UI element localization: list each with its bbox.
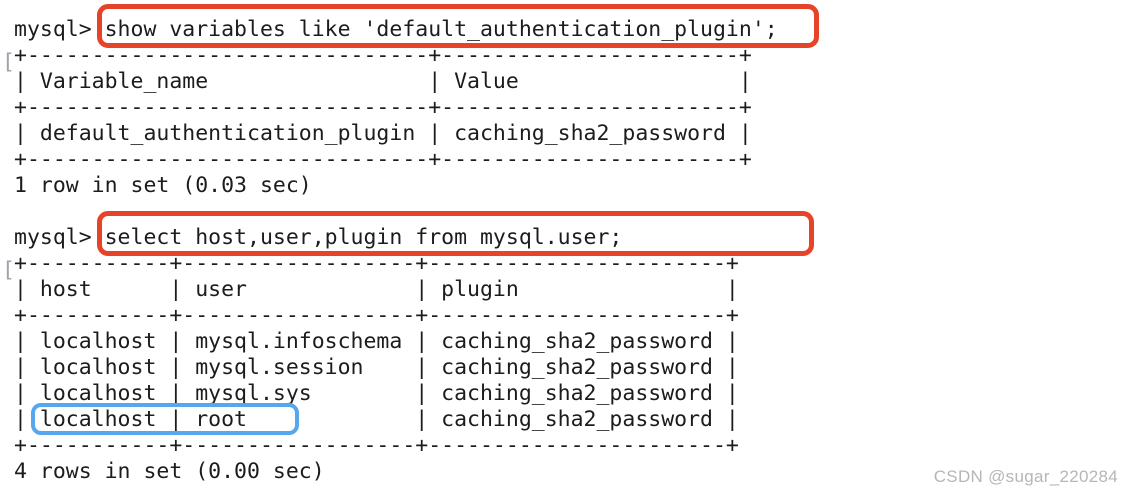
shell-prompt: mysql>: [14, 225, 105, 250]
table-border-line: +-------------------------------+-------…: [14, 147, 778, 173]
ascii-border: +-----------+------------------+--------…: [14, 251, 739, 276]
table-border-line: [+-------------------------------+------…: [2, 43, 778, 75]
header-cells: | host | user | plugin |: [14, 277, 739, 302]
shell-prompt: mysql>: [14, 17, 105, 42]
table-border-line: +-----------+------------------+--------…: [14, 303, 778, 329]
row-cells: | localhost | mysql.session | caching_sh…: [14, 355, 739, 380]
ascii-border: +-----------+------------------+--------…: [14, 433, 739, 458]
table-border-line: +-----------+------------------+--------…: [14, 433, 778, 459]
sql-command: show variables like 'default_authenticat…: [104, 17, 778, 42]
row-cells: | localhost | mysql.sys | caching_sha2_p…: [14, 381, 739, 406]
status-text: 1 row in set (0.03 sec): [14, 173, 312, 198]
table-header-row: | host | user | plugin |: [14, 277, 778, 303]
selection-bracket-artifact: [: [2, 50, 15, 75]
row-cells: | localhost | root | caching_sha2_passwo…: [14, 407, 739, 432]
ascii-border: +-----------+------------------+--------…: [14, 303, 739, 328]
blank-line: [14, 199, 778, 225]
header-cells: | Variable_name | Value |: [14, 69, 752, 94]
command-line: mysql> show variables like 'default_auth…: [14, 17, 778, 43]
table-border-line: [+-----------+------------------+-------…: [2, 251, 778, 283]
table-row: | localhost | mysql.session | caching_sh…: [14, 355, 778, 381]
table-row: | localhost | root | caching_sha2_passwo…: [14, 407, 778, 433]
row-cells: | default_authentication_plugin | cachin…: [14, 121, 752, 146]
table-header-row: | Variable_name | Value |: [14, 69, 778, 95]
row-cells: | localhost | mysql.infoschema | caching…: [14, 329, 739, 354]
table-row: | localhost | mysql.infoschema | caching…: [14, 329, 778, 355]
sql-command: select host,user,plugin from mysql.user;: [104, 225, 623, 250]
ascii-border: +-------------------------------+-------…: [14, 95, 752, 120]
ascii-border: +-------------------------------+-------…: [14, 43, 752, 68]
terminal-output: mysql> show variables like 'default_auth…: [2, 17, 778, 485]
result-status-line: 4 rows in set (0.00 sec): [14, 459, 778, 485]
selection-bracket-artifact: [: [2, 258, 15, 283]
result-status-line: 1 row in set (0.03 sec): [14, 173, 778, 199]
table-border-line: +-------------------------------+-------…: [14, 95, 778, 121]
table-row: | default_authentication_plugin | cachin…: [14, 121, 778, 147]
status-text: 4 rows in set (0.00 sec): [14, 459, 325, 484]
command-line: mysql> select host,user,plugin from mysq…: [14, 225, 778, 251]
table-row: | localhost | mysql.sys | caching_sha2_p…: [14, 381, 778, 407]
ascii-border: +-------------------------------+-------…: [14, 147, 752, 172]
watermark-text: CSDN @sugar_220284: [933, 467, 1118, 486]
